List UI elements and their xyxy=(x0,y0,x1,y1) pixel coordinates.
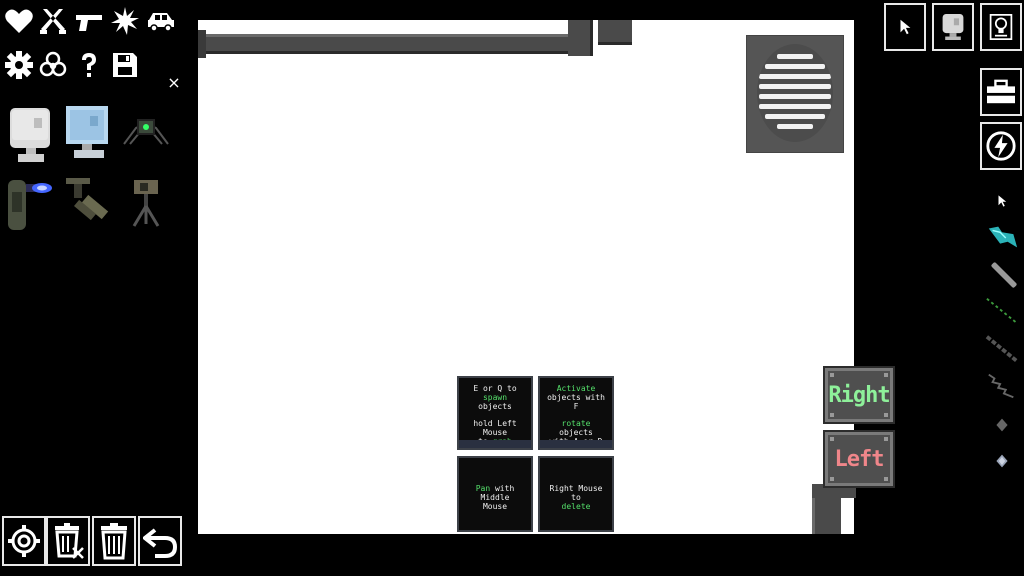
delete-button[interactable] xyxy=(92,516,136,566)
green-dotted-line-icon[interactable] xyxy=(984,296,1020,326)
close-button[interactable]: × xyxy=(167,73,181,92)
camera-tripod-icon[interactable] xyxy=(118,172,174,234)
undo-button[interactable] xyxy=(138,516,182,566)
left-button-label: Left xyxy=(834,446,885,472)
settings-gear-icon xyxy=(8,525,40,557)
cursor-icon[interactable] xyxy=(984,186,1020,216)
blue-laser-emitter-icon[interactable] xyxy=(4,172,60,234)
lightbulb-book-icon xyxy=(989,14,1013,40)
tutorial-delete: Right Mouse to delete xyxy=(538,456,614,532)
tutorial-text: objects with F xyxy=(547,393,605,411)
question-icon[interactable] xyxy=(72,48,106,82)
trash-icon xyxy=(101,523,127,560)
clear-trash-icon xyxy=(55,523,84,559)
rod-icon[interactable] xyxy=(984,258,1020,288)
cursor-tool-button[interactable] xyxy=(884,3,926,51)
tutorial-highlight: delete xyxy=(561,502,591,511)
left-button[interactable]: Left xyxy=(823,430,895,488)
tutorial-highlight: Pan xyxy=(475,484,491,493)
tutorial-text: E or Q to xyxy=(473,384,517,393)
tutorial-highlight: Activate xyxy=(556,384,596,393)
clear-all-button[interactable] xyxy=(46,516,90,566)
right-button-label: Right xyxy=(828,382,890,408)
gray-gem-icon[interactable] xyxy=(984,410,1020,440)
toolbox-button[interactable] xyxy=(980,68,1022,116)
car-icon[interactable] xyxy=(144,4,178,38)
monitor-tool-button[interactable] xyxy=(932,3,974,51)
cyan-shard-icon[interactable] xyxy=(984,222,1020,252)
vent-grate xyxy=(746,35,844,153)
pipe-stub xyxy=(598,20,632,45)
undo-icon xyxy=(143,528,177,558)
crossed-swords-icon[interactable] xyxy=(36,4,70,38)
top-pipe xyxy=(200,34,580,54)
cursor-icon xyxy=(900,19,911,35)
blue-monitor-icon[interactable] xyxy=(62,104,118,166)
spring-icon[interactable] xyxy=(984,370,1020,400)
broken-turret-icon[interactable] xyxy=(62,172,118,234)
tutorial-text: Right Mouse to xyxy=(549,484,603,502)
chain-icon[interactable] xyxy=(984,334,1020,364)
tutorial-text: hold Left Mouse xyxy=(473,419,517,437)
pipe-end-cap xyxy=(198,30,206,58)
tutorial-highlight: rotate xyxy=(561,419,591,428)
pistol-icon[interactable] xyxy=(72,4,106,38)
tutorial-text: objects xyxy=(478,402,512,411)
biohazard-icon[interactable] xyxy=(36,48,70,82)
explosion-icon[interactable] xyxy=(108,4,142,38)
power-button[interactable] xyxy=(980,122,1022,170)
silver-gem-icon[interactable] xyxy=(984,446,1020,476)
white-monitor-icon[interactable] xyxy=(4,104,60,166)
hint-tool-button[interactable] xyxy=(980,3,1022,51)
tutorial-text: Mouse xyxy=(482,502,508,511)
settings-button[interactable] xyxy=(2,516,46,566)
tutorial-text: with Middle xyxy=(480,484,515,502)
tutorial-highlight: spawn xyxy=(482,393,508,402)
heart-icon[interactable] xyxy=(2,4,36,38)
monitor-icon xyxy=(942,14,964,40)
tutorial-spawn-grab: E or Q to spawn objects hold Left Mouse … xyxy=(457,376,533,450)
lightning-circle-icon xyxy=(986,131,1016,161)
right-button[interactable]: Right xyxy=(823,366,895,424)
toolbox-icon xyxy=(987,79,1015,104)
tutorial-text: objects xyxy=(559,428,593,437)
tutorial-pan: Pan with Middle Mouse xyxy=(457,456,533,532)
gear-icon[interactable] xyxy=(2,48,36,82)
floppy-disk-icon[interactable] xyxy=(108,48,142,82)
spider-drone-icon[interactable] xyxy=(118,104,174,166)
pipe-elbow xyxy=(568,20,593,56)
tutorial-activate-rotate: Activate objects with F rotate objects w… xyxy=(538,376,614,450)
